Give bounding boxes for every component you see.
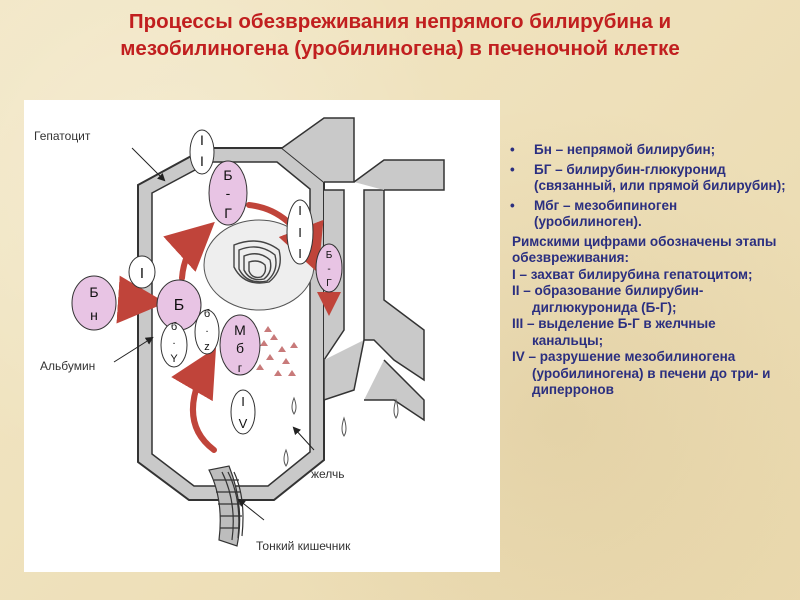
legend-stage-iv: IV – разрушение мезобилиногена (уробилин… bbox=[512, 349, 771, 397]
stage-iv-line1: I bbox=[241, 394, 245, 409]
canal-lower-left bbox=[323, 339, 365, 402]
node-mbg-line3: г bbox=[238, 361, 243, 375]
legend-stage-i: I – захват билирубина гепатоцитом; bbox=[512, 266, 753, 282]
title-line-2: мезобилиногена (уробилиногена) в печеноч… bbox=[120, 37, 680, 60]
node-mbg-line1: М bbox=[234, 322, 246, 338]
stage-ii-line2: I bbox=[200, 153, 204, 169]
hepatocyte-diagram: Гепатоцит Альбумин желчь Тонкий кишечник… bbox=[34, 117, 445, 553]
label-albumin: Альбумин bbox=[40, 359, 95, 373]
node-bg-canal-line2: - bbox=[327, 264, 330, 275]
neighbor-cell-top bbox=[281, 117, 355, 183]
node-bn-line1: Б bbox=[89, 284, 98, 300]
node-bb-line3: . bbox=[172, 335, 175, 347]
stage-iii-line1: I bbox=[298, 203, 302, 218]
hepatocyte-pointer bbox=[131, 147, 166, 182]
canal-lower-right bbox=[364, 359, 425, 422]
node-bb-z: б . z bbox=[194, 308, 220, 355]
node-bg-canal-line1: Б bbox=[326, 250, 333, 261]
node-bb-line1: Б bbox=[174, 297, 185, 314]
node-bg-cell-line1: Б bbox=[223, 167, 232, 183]
bile-droplets bbox=[283, 396, 399, 467]
breakdown-particles bbox=[256, 326, 298, 376]
stage-ii-line1: I bbox=[200, 132, 204, 148]
node-bn-line2: н bbox=[90, 307, 98, 323]
arrow-bn-to-bb bbox=[116, 275, 166, 324]
legend-item-bg: БГ – билирубин-глюкуронид (связанный, ил… bbox=[504, 162, 788, 195]
node-bb-line2: б bbox=[171, 321, 177, 333]
legend-item-mbg: Мбг – мезобипиноген (уробилиноген). bbox=[504, 198, 788, 231]
stage-iii: I I I bbox=[286, 199, 314, 265]
neighbor-cell-right bbox=[353, 159, 445, 191]
pointer-lines bbox=[113, 147, 315, 521]
node-mbg: М б г bbox=[219, 314, 261, 376]
node-bg-canal-line3: Г bbox=[326, 278, 332, 289]
stage-iii-line3: I bbox=[298, 246, 302, 261]
node-bb: Б б . Y bbox=[156, 279, 202, 368]
arrow-bb-to-bg bbox=[163, 221, 215, 281]
small-intestine-illustration bbox=[208, 465, 244, 547]
bile-pointer bbox=[292, 426, 315, 451]
node-bb-line4: Y bbox=[170, 353, 178, 365]
stage-ii: I I bbox=[189, 129, 215, 175]
stage-i-label: I bbox=[140, 265, 144, 282]
golgi-apparatus bbox=[233, 240, 281, 284]
label-small-intestine: Тонкий кишечник bbox=[256, 539, 351, 553]
node-bb-z-line1: б bbox=[204, 308, 210, 320]
label-bile: желчь bbox=[311, 467, 345, 481]
stage-iv: I V bbox=[230, 389, 256, 435]
stage-iv-line2: V bbox=[239, 416, 248, 431]
bile-canal-wall-right bbox=[363, 189, 425, 382]
stage-iii-line2: I bbox=[298, 225, 302, 240]
label-hepatocyte: Гепатоцит bbox=[34, 129, 91, 143]
legend-item-bn: Бн – непрямой билирубин; bbox=[504, 142, 788, 159]
node-bb-z-line2: . bbox=[205, 323, 208, 335]
albumin-pointer bbox=[113, 336, 154, 363]
title-line-1: Процессы обезвреживания непрямого билиру… bbox=[128, 10, 672, 33]
stage-i: I bbox=[128, 255, 156, 289]
node-bg-canal: Б - Г bbox=[315, 243, 343, 293]
legend-stage-ii: II – образование билирубин-диглюкуронида… bbox=[512, 283, 704, 315]
arrow-intestine-to-mbg bbox=[171, 347, 217, 453]
slide-title: Процессы обезвреживания непрямого билиру… bbox=[0, 8, 800, 62]
legend-panel: Бн – непрямой билирубин; БГ – билирубин-… bbox=[504, 142, 788, 399]
legend-stage-iii: III – выделение Б-Г в желчные канальцы; bbox=[512, 316, 716, 348]
intestine-pointer bbox=[237, 498, 265, 521]
diagram-panel: Гепатоцит Альбумин желчь Тонкий кишечник… bbox=[24, 100, 500, 572]
abbreviation-list: Бн – непрямой билирубин; БГ – билирубин-… bbox=[504, 142, 788, 231]
node-bg-cell-line3: Г bbox=[224, 205, 232, 221]
node-bn: Б н bbox=[71, 275, 117, 331]
node-bg-cell-line2: - bbox=[226, 185, 231, 201]
node-bb-z-line3: z bbox=[204, 341, 210, 353]
node-bg-cell: Б - Г bbox=[208, 160, 248, 226]
legend-note: Римскими цифрами обозначены этапы обезвр… bbox=[512, 233, 777, 266]
node-mbg-line2: б bbox=[236, 340, 244, 356]
